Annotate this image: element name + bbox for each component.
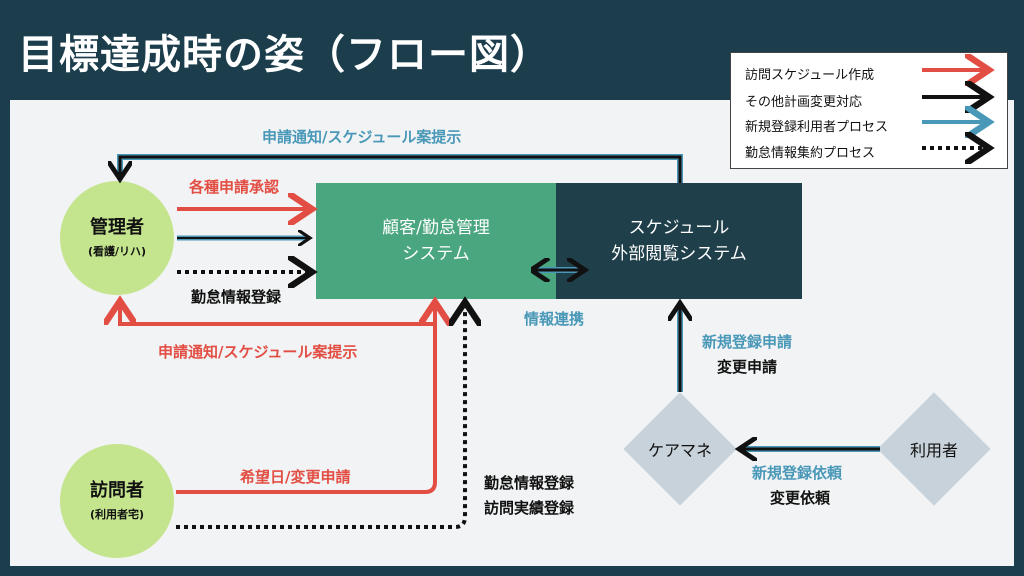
label-attendance-reg2: 勤怠情報登録: [484, 474, 575, 492]
label-new-reg-ask: 新規登録依頼: [752, 464, 843, 482]
user-label: 利用者: [909, 441, 959, 460]
system1-line1: 顧客/勤怠管理: [382, 218, 490, 238]
legend-label-other: その他計画変更対応: [745, 95, 863, 110]
manager-name: 管理者: [90, 217, 144, 238]
customer-attendance-system-box: 顧客/勤怠管理 システム: [316, 183, 556, 299]
schedule-view-system-box: スケジュール 外部閲覧システム: [556, 183, 802, 299]
page-title: 目標達成時の姿（フロー図）: [18, 32, 551, 78]
arrow-top-feedback: [120, 155, 682, 183]
legend: 訪問スケジュール作成 その他計画変更対応 新規登録利用者プロセス 勤怠情報集約プ…: [730, 52, 1008, 169]
label-new-reg-request: 新規登録申請: [702, 333, 793, 351]
system1-line2: システム: [402, 244, 470, 264]
system2-line1: スケジュール: [628, 218, 730, 238]
label-change-request: 変更申請: [717, 358, 778, 376]
label-info-link: 情報連携: [524, 310, 585, 328]
label-change-ask: 変更依頼: [770, 489, 831, 507]
manager-node: 管理者 (看護/リハ): [60, 181, 174, 295]
label-visit-record: 訪問実績登録: [484, 499, 575, 517]
system2-line2: 外部閲覧システム: [611, 244, 747, 264]
label-approval: 各種申請承認: [189, 178, 280, 196]
label-bottom-feedback: 申請通知/スケジュール案提示: [158, 343, 358, 361]
label-top-feedback: 申請通知/スケジュール案提示: [262, 128, 462, 146]
arrow-wish-change: [176, 306, 435, 494]
diagram-panel: [10, 100, 1014, 566]
legend-label-schedule: 訪問スケジュール作成: [745, 68, 875, 83]
visitor-sub: (利用者宅): [89, 508, 145, 521]
legend-label-new-user: 新規登録利用者プロセス: [745, 120, 889, 135]
visitor-node: 訪問者 (利用者宅): [60, 444, 174, 558]
manager-sub: (看護/リハ): [87, 245, 147, 258]
caremanager-label: ケアマネ: [647, 441, 713, 460]
legend-label-attendance: 勤怠情報集約プロセス: [745, 146, 876, 161]
label-wish-change: 希望日/変更申請: [240, 468, 351, 486]
visitor-name: 訪問者: [90, 480, 144, 501]
label-attendance-reg: 勤怠情報登録: [191, 288, 282, 306]
